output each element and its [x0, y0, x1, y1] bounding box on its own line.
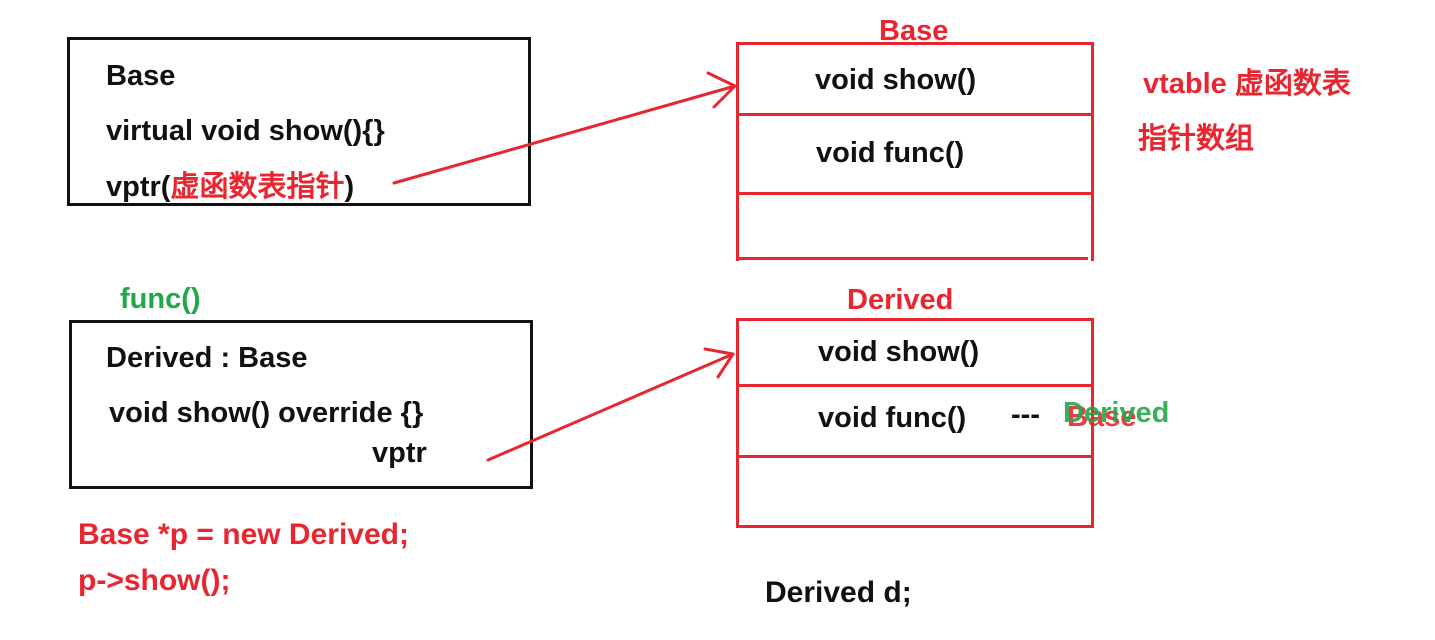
vptr-prefix: vptr( — [106, 171, 171, 203]
derived-vptr-arrow — [486, 352, 735, 462]
derived-object-label: Derived d; — [765, 576, 912, 609]
derived-class-method: void show() override {} — [109, 397, 424, 429]
base-class-method: virtual void show(){} — [106, 115, 385, 147]
base-vptr-arrow-head — [706, 71, 737, 109]
derived-vtable-entry: void show() — [818, 336, 980, 368]
derived-vtable-title: Derived — [847, 284, 954, 316]
vptr-description: 虚函数表指针 — [170, 171, 345, 203]
base-class-box — [67, 37, 531, 206]
derived-vtable-entry: void func() — [818, 402, 967, 434]
derived-func-owner-old: Base — [1067, 401, 1137, 433]
base-vptr-arrow — [392, 84, 737, 185]
base-vtable-bottom — [736, 257, 1088, 260]
derived-func-annotation: func() — [120, 283, 201, 315]
base-vtable — [736, 42, 1094, 261]
base-class-title: Base — [106, 60, 176, 92]
base-vtable-divider — [736, 192, 1094, 195]
derived-class-box — [69, 320, 533, 489]
base-class-vptr: vptr(虚函数表指针) — [106, 163, 354, 205]
vtable-note-line-2: 指针数组 — [1138, 123, 1255, 155]
code-line-2: p->show(); — [78, 564, 231, 597]
base-vtable-entry: void show() — [815, 64, 977, 96]
derived-vtable-divider — [736, 384, 1094, 387]
derived-class-vptr: vptr — [372, 437, 427, 469]
derived-vptr-arrow-head — [703, 347, 735, 379]
base-vtable-title: Base — [879, 15, 949, 47]
derived-vtable-divider — [736, 455, 1094, 458]
base-vtable-divider — [736, 113, 1094, 116]
derived-func-owner-new: Derived — [1063, 397, 1170, 429]
derived-vtable — [736, 318, 1094, 528]
base-vtable-entry: void func() — [816, 137, 965, 169]
vtable-note-line-1: vtable 虚函数表 — [1143, 68, 1351, 100]
vptr-suffix: ) — [344, 171, 355, 203]
derived-class-title: Derived : Base — [106, 342, 308, 374]
code-line-1: Base *p = new Derived; — [78, 518, 409, 551]
derived-func-dashes: --- — [1011, 399, 1040, 431]
